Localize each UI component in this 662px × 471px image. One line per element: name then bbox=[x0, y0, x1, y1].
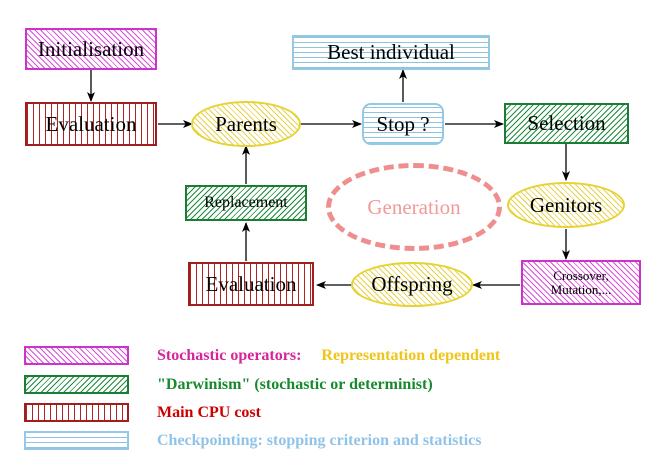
node-stop-label: Stop ? bbox=[376, 111, 430, 136]
legend-text-main-cpu-cost: Main CPU cost bbox=[157, 403, 261, 421]
legend-text-stochastic-operators: Stochastic operators: bbox=[157, 346, 302, 364]
node-genitors[interactable]: Genitors bbox=[507, 182, 625, 228]
node-parents[interactable]: Parents bbox=[191, 101, 301, 147]
legend-text-representation-dependent: Representation dependent bbox=[321, 346, 501, 364]
node-evaluation-top-label: Evaluation bbox=[45, 111, 137, 136]
legend-swatch-blue-horizontal bbox=[24, 431, 129, 450]
node-evaluation-bottom-label: Evaluation bbox=[205, 271, 297, 296]
legend-swatch-green-diagonal bbox=[24, 375, 129, 394]
legend-row-stochastic: Stochastic operators: Representation dep… bbox=[24, 346, 500, 365]
node-generation: Generation bbox=[326, 163, 502, 251]
node-selection[interactable]: Selection bbox=[504, 103, 629, 144]
node-selection-label: Selection bbox=[527, 111, 606, 136]
node-genitors-label: Genitors bbox=[529, 192, 603, 217]
legend-text-checkpointing: Checkpointing: stopping criterion and st… bbox=[157, 431, 482, 449]
node-evaluation-top[interactable]: Evaluation bbox=[25, 102, 157, 146]
node-replacement[interactable]: Replacement bbox=[185, 185, 307, 221]
node-crossover-line2: Mutation,... bbox=[550, 281, 612, 297]
legend-swatch-magenta-diagonal bbox=[24, 346, 129, 365]
node-best-individual[interactable]: Best individual bbox=[292, 35, 490, 70]
node-offspring[interactable]: Offspring bbox=[351, 262, 473, 307]
node-replacement-label: Replacement bbox=[204, 193, 288, 211]
node-crossover-line1: Crossover, bbox=[553, 267, 609, 283]
legend-swatch-red-vertical bbox=[24, 403, 129, 422]
node-stop[interactable]: Stop ? bbox=[362, 103, 444, 145]
node-offspring-label: Offspring bbox=[371, 272, 453, 297]
legend-text-darwinism: "Darwinism" (stochastic or determinist) bbox=[157, 375, 433, 393]
legend-row-checkpointing: Checkpointing: stopping criterion and st… bbox=[24, 431, 481, 450]
legend-row-cpu-cost: Main CPU cost bbox=[24, 403, 261, 422]
node-initialisation[interactable]: Initialisation bbox=[25, 28, 157, 70]
legend-row-darwinism: "Darwinism" (stochastic or determinist) bbox=[24, 375, 433, 394]
node-evaluation-bottom[interactable]: Evaluation bbox=[188, 262, 314, 306]
node-crossover-mutation[interactable]: Crossover, Mutation,... bbox=[521, 260, 641, 305]
node-parents-label: Parents bbox=[215, 111, 277, 136]
node-generation-label: Generation bbox=[367, 194, 461, 219]
node-initialisation-label: Initialisation bbox=[37, 36, 145, 61]
node-best-individual-label: Best individual bbox=[327, 40, 455, 65]
